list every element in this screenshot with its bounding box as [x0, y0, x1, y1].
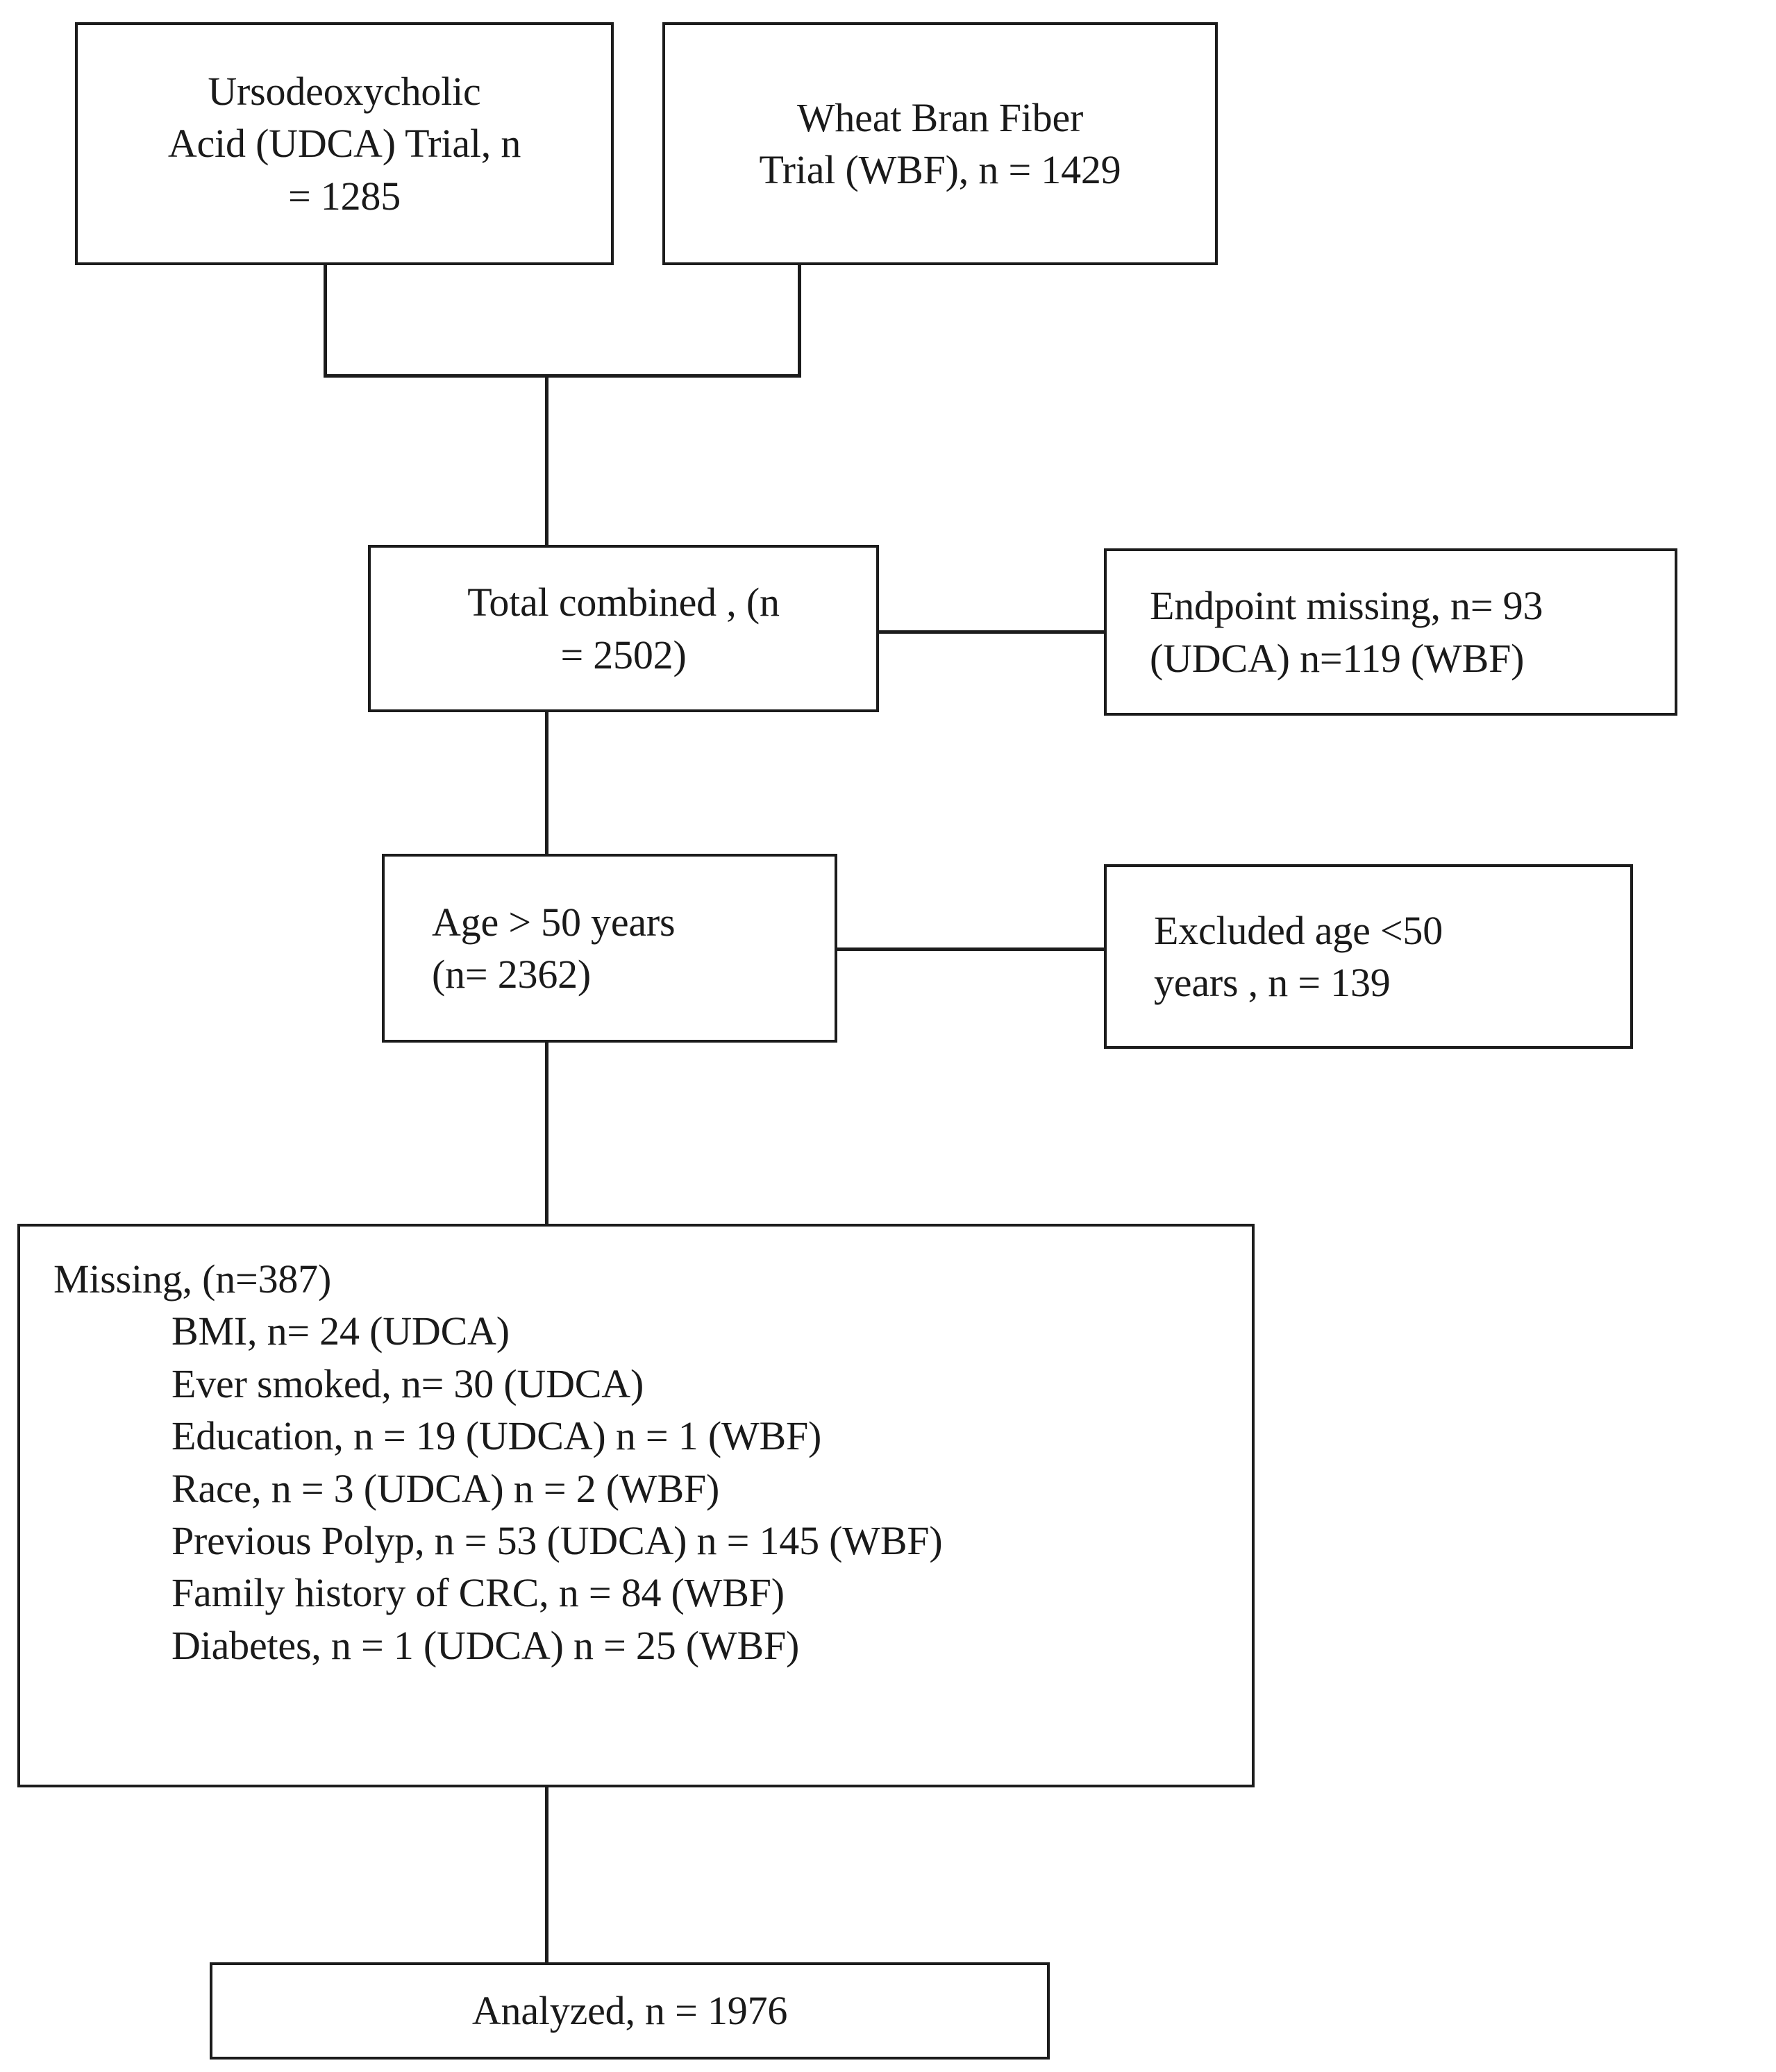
node-analyzed-line-1: Analyzed, n = 1976	[471, 1988, 788, 2034]
connector-udca-to-merge	[324, 264, 327, 377]
connector-age-to-missing	[545, 1040, 548, 1227]
node-missing-item-previous-polyp: Previous Polyp, n = 53 (UDCA) n = 145 (W…	[171, 1517, 943, 1563]
node-endpoint-missing: Endpoint missing, n= 93 (UDCA) n=119 (WB…	[1104, 548, 1677, 716]
node-age-over-50-line-2: (n= 2362)	[432, 952, 592, 997]
node-excluded-age-line-1: Excluded age <50	[1154, 907, 1443, 953]
node-missing-item-ever-smoked: Ever smoked, n= 30 (UDCA)	[171, 1361, 644, 1406]
node-missing-item-education: Education, n = 19 (UDCA) n = 1 (WBF)	[171, 1413, 822, 1459]
node-missing-item-family-history: Family history of CRC, n = 84 (WBF)	[171, 1570, 785, 1616]
node-missing-item-race: Race, n = 3 (UDCA) n = 2 (WBF)	[171, 1465, 720, 1511]
node-analyzed: Analyzed, n = 1976	[210, 1962, 1050, 2060]
node-udca-trial-line-2: Acid (UDCA) Trial, n	[167, 121, 521, 167]
node-total-combined-line-2: = 2502)	[560, 632, 687, 677]
connector-missing-to-analyzed	[545, 1784, 548, 1966]
node-missing-header: Missing, (n=387)	[53, 1256, 332, 1302]
node-total-combined: Total combined , (n = 2502)	[368, 545, 879, 712]
node-age-over-50: Age > 50 years (n= 2362)	[382, 854, 837, 1043]
node-missing-item-bmi: BMI, n= 24 (UDCA)	[171, 1308, 510, 1354]
connector-merge-to-total	[545, 374, 548, 548]
node-missing-item-diabetes: Diabetes, n = 1 (UDCA) n = 25 (WBF)	[171, 1622, 800, 1668]
node-wbf-trial: Wheat Bran Fiber Trial (WBF), n = 1429	[662, 22, 1218, 265]
node-udca-trial-line-3: = 1285	[287, 173, 401, 219]
node-udca-trial-line-1: Ursodeoxycholic	[208, 68, 481, 114]
node-wbf-trial-line-2: Trial (WBF), n = 1429	[759, 147, 1121, 192]
node-wbf-trial-line-1: Wheat Bran Fiber	[796, 94, 1084, 140]
node-age-over-50-line-1: Age > 50 years	[432, 899, 676, 945]
node-excluded-age: Excluded age <50 years , n = 139	[1104, 864, 1633, 1049]
node-missing: Missing, (n=387) BMI, n= 24 (UDCA) Ever …	[17, 1224, 1255, 1787]
node-excluded-age-line-2: years , n = 139	[1154, 960, 1391, 1005]
connector-age-to-excluded	[835, 947, 1106, 951]
connector-merge-bar	[324, 374, 801, 378]
connector-wbf-to-merge	[798, 264, 801, 377]
node-endpoint-missing-line-1: Endpoint missing, n= 93	[1150, 583, 1543, 629]
connector-total-to-endpoint	[877, 630, 1106, 634]
node-udca-trial: Ursodeoxycholic Acid (UDCA) Trial, n = 1…	[75, 22, 614, 265]
connector-total-to-age	[545, 709, 548, 857]
node-endpoint-missing-line-2: (UDCA) n=119 (WBF)	[1150, 635, 1525, 681]
node-total-combined-line-1: Total combined , (n	[467, 580, 780, 625]
